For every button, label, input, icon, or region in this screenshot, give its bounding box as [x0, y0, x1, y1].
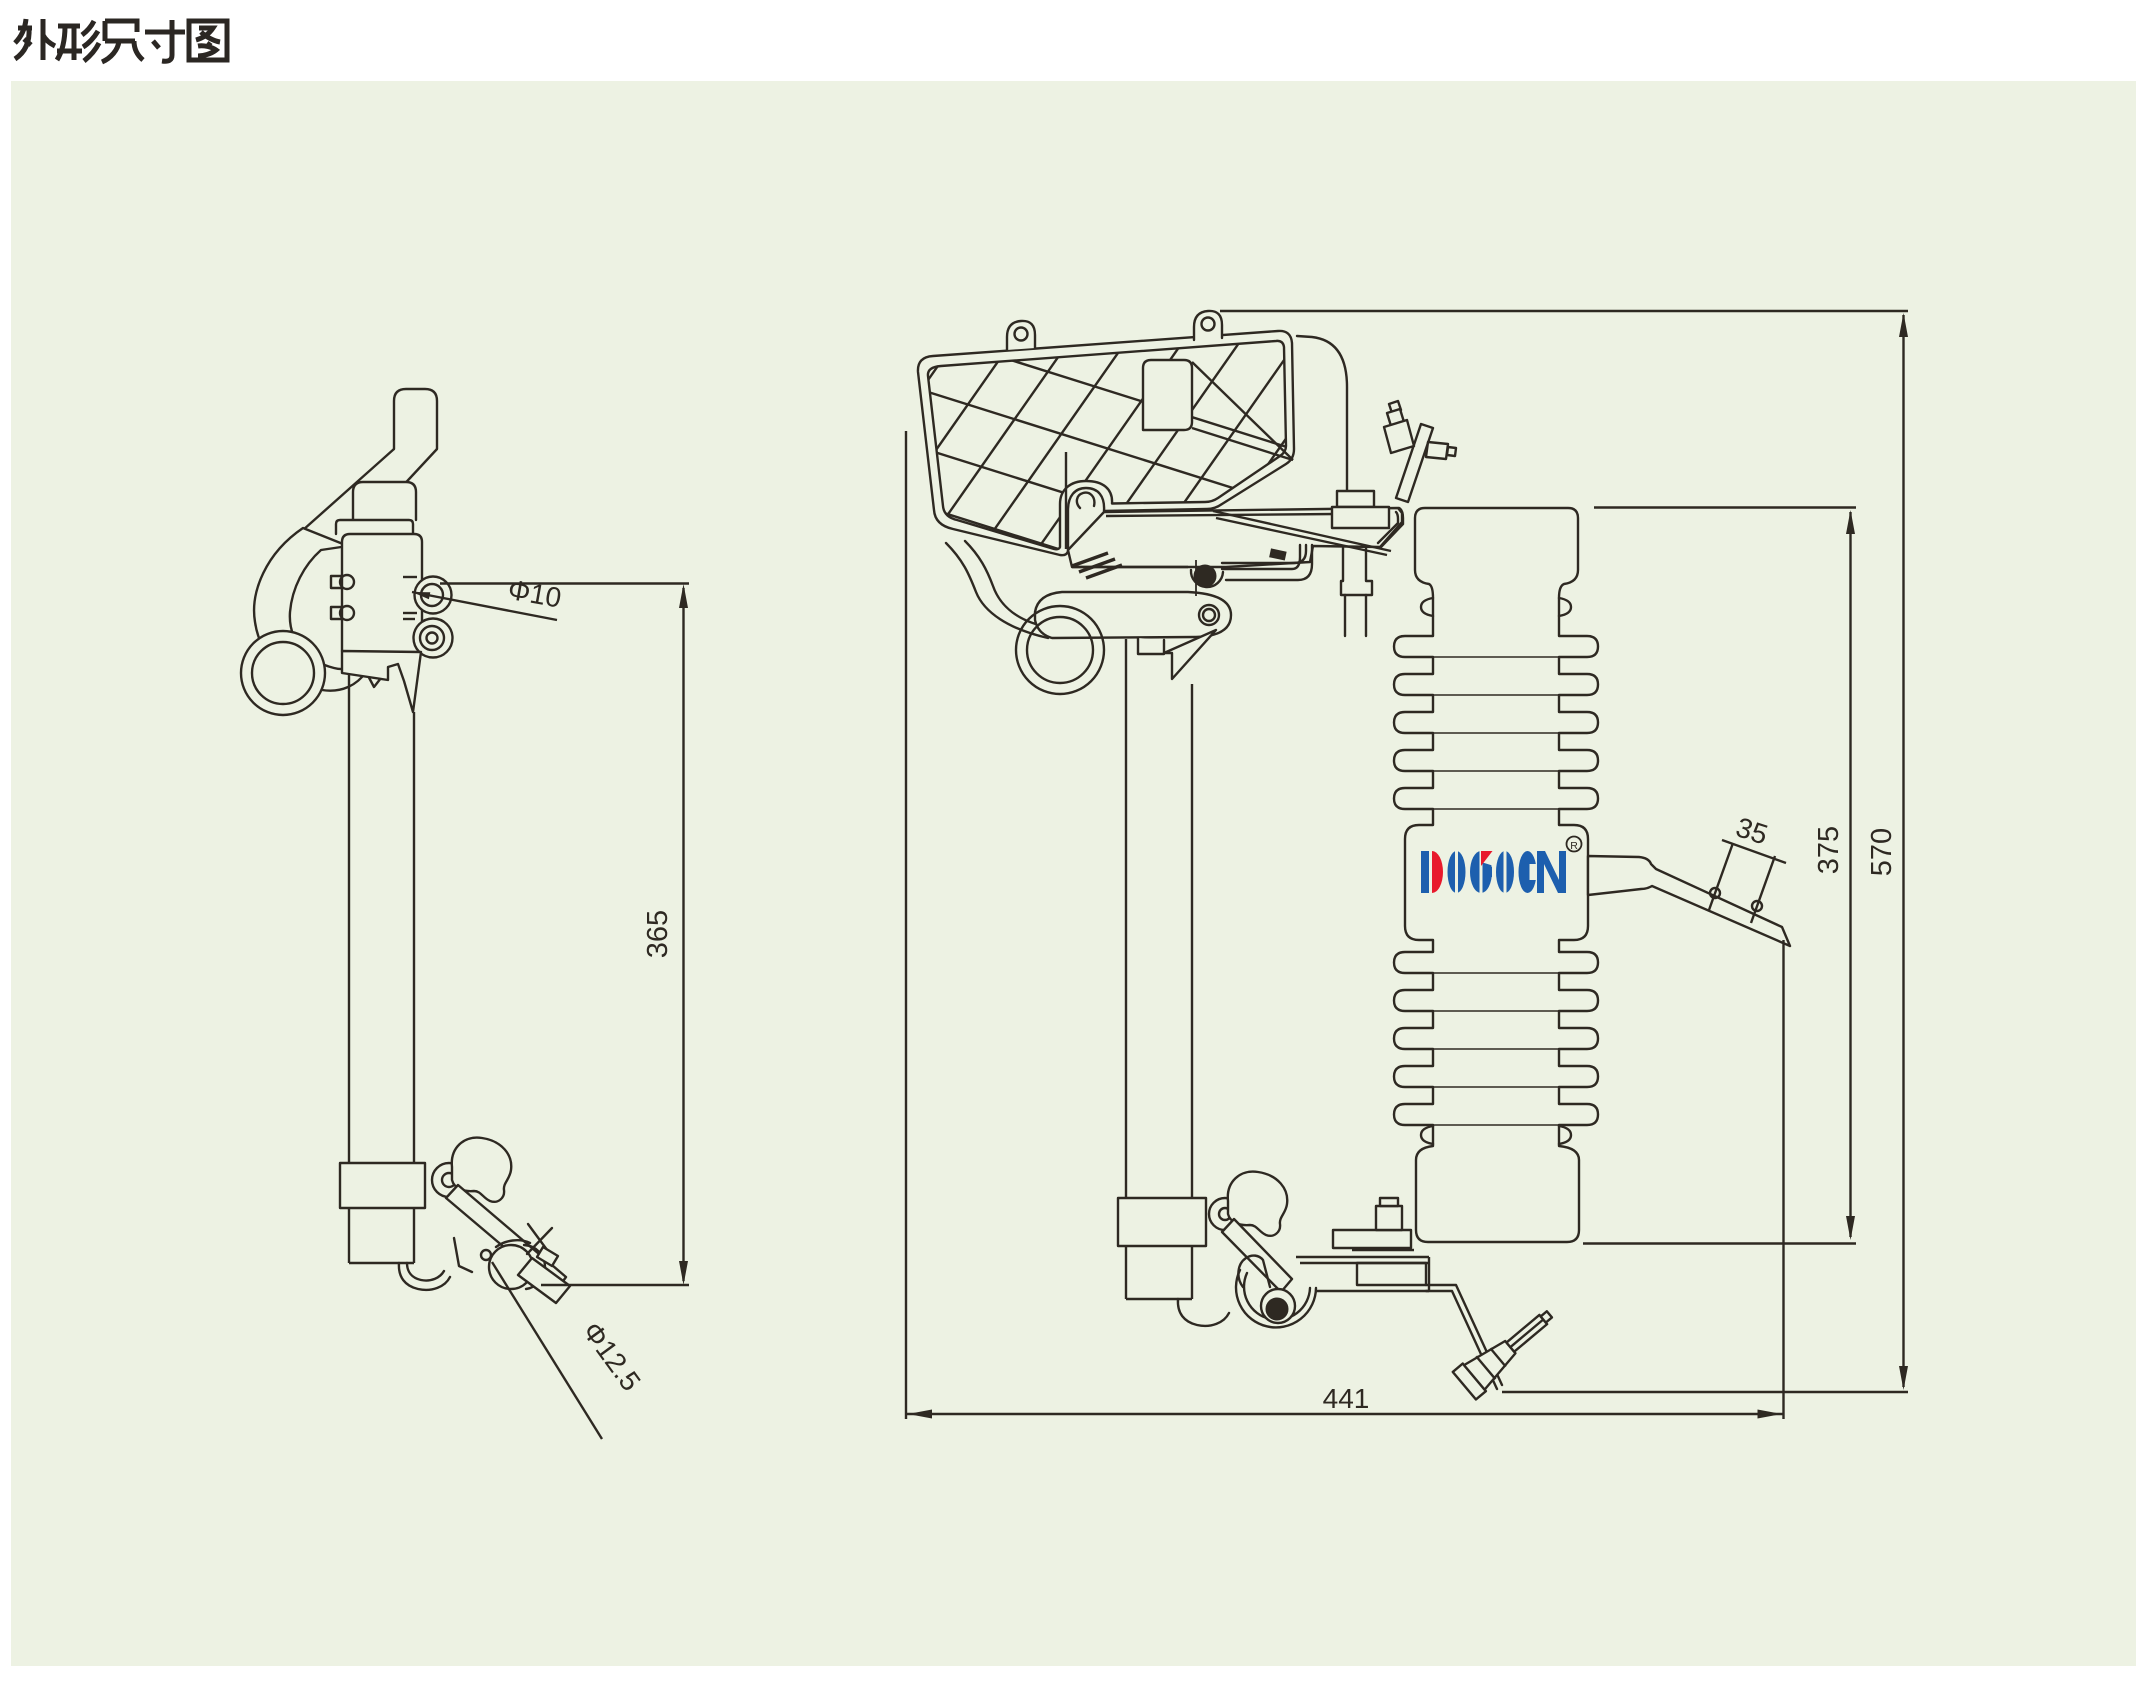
- svg-text:441: 441: [1323, 1383, 1370, 1414]
- svg-text:R: R: [1570, 840, 1578, 852]
- svg-text:570: 570: [1866, 828, 1898, 876]
- svg-text:375: 375: [1813, 826, 1845, 874]
- svg-text:365: 365: [642, 910, 674, 958]
